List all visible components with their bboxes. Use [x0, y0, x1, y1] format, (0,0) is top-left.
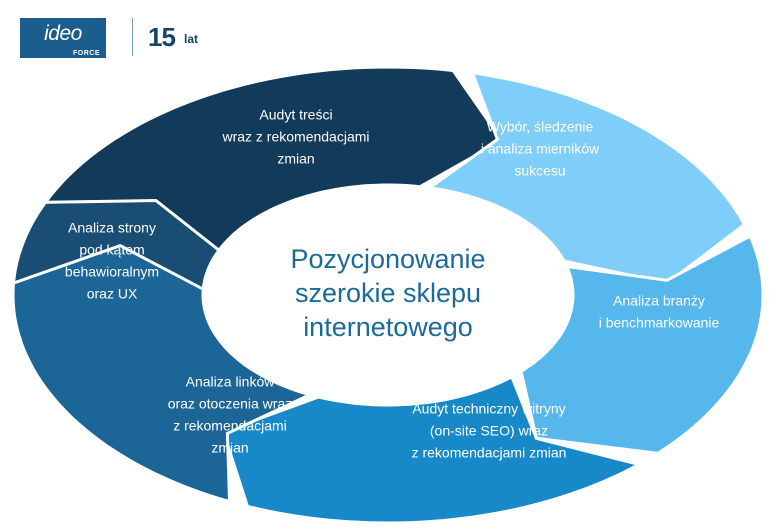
- segment-1-label-line: wraz z rekomendacjami: [221, 129, 369, 145]
- segment-1-label-line: zmian: [277, 151, 314, 167]
- center-title-line: internetowego: [303, 312, 473, 342]
- segment-4-label-line: z rekomendacjami zmian: [412, 445, 567, 461]
- segment-2-label-line: sukcesu: [514, 163, 565, 179]
- segment-6-label-line: Analiza strony: [68, 220, 156, 236]
- segment-2-label-line: i analiza mierników: [481, 141, 600, 157]
- logo-divider: [132, 18, 133, 56]
- anniversary-suffix: lat: [184, 32, 199, 46]
- anniversary-years: 15: [148, 22, 176, 52]
- center-title-line: Pozycjonowanie: [290, 244, 485, 274]
- segment-5-label-line: oraz otoczenia wraz: [168, 396, 293, 412]
- center-hub: Pozycjonowanie szerokie sklepu internetowe…: [203, 185, 573, 405]
- segment-4-label-line: Audyt techniczny witryny: [412, 401, 565, 417]
- logo-badge: ideo FORCE: [20, 18, 106, 58]
- segment-6-label-line: oraz UX: [87, 286, 138, 302]
- segment-6-label-line: behawioralnym: [65, 264, 159, 280]
- segment-6-label-line: pod kątem: [79, 242, 144, 258]
- segment-3-label-line: Analiza branży: [613, 293, 705, 309]
- center-title-line: szerokie sklepu: [295, 278, 481, 308]
- segment-1-label-line: Audyt treści: [259, 107, 332, 123]
- center-ellipse: [203, 185, 573, 405]
- segment-3-label-line: i benchmarkowanie: [599, 315, 720, 331]
- segment-2-label-line: Wybór, śledzenie: [487, 119, 594, 135]
- logo-subtext: FORCE: [73, 50, 100, 57]
- segment-4-label-line: (on-site SEO) wraz: [430, 423, 548, 439]
- segment-5-label-line: zmian: [211, 440, 248, 456]
- segment-5-label-line: Analiza linków: [186, 374, 276, 390]
- cycle-segments: Audyt treści wraz z rekomendacjami zmian Wy…: [11, 65, 765, 525]
- segment-5-label-line: z rekomendacjami: [173, 418, 287, 434]
- cycle-segment-3: [519, 233, 765, 455]
- logo-wordmark: ideo: [44, 22, 82, 45]
- company-logo: ideo FORCE 15 lat: [20, 18, 210, 58]
